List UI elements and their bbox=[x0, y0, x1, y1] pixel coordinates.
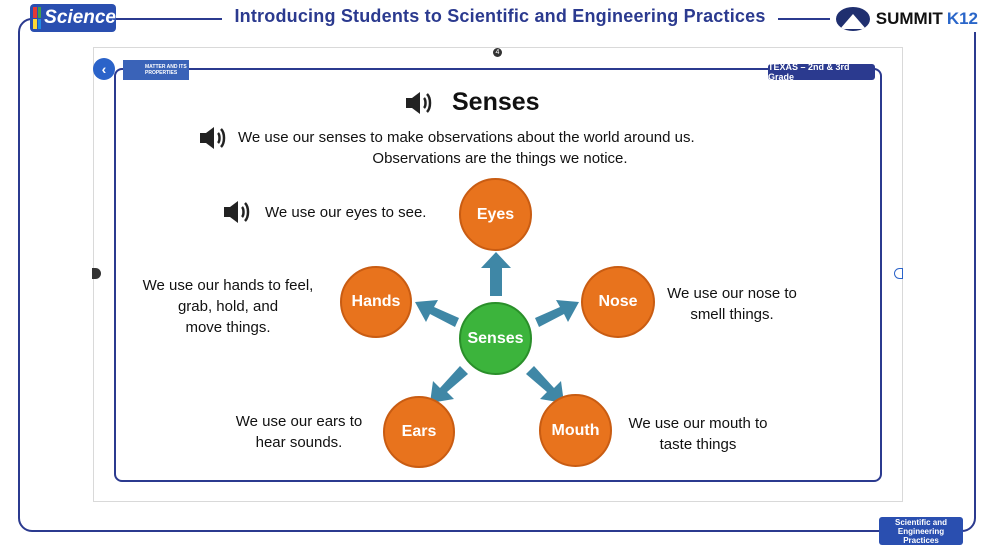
back-button[interactable]: ‹ bbox=[93, 58, 115, 80]
ears-caption: We use our ears to hear sounds. bbox=[235, 413, 363, 451]
summit-k12-logo: SUMMIT K12 bbox=[829, 6, 984, 32]
header-title-bar: Introducing Students to Scientific and E… bbox=[0, 6, 1000, 27]
chevron-left-icon: ‹ bbox=[101, 61, 107, 77]
slide-content-frame bbox=[114, 68, 882, 482]
nose-caption: We use our nose to smell things. bbox=[667, 285, 797, 323]
speaker-icon[interactable] bbox=[198, 125, 228, 151]
arrow-to-hands bbox=[415, 300, 459, 327]
senses-center-node: Senses bbox=[459, 302, 532, 375]
mouth-caption: We use our mouth to taste things bbox=[628, 415, 768, 453]
mountain-icon bbox=[835, 7, 870, 31]
next-slide-tab[interactable] bbox=[894, 268, 903, 279]
nose-node: Nose bbox=[581, 266, 655, 338]
slide-title: Senses bbox=[452, 88, 540, 116]
blocks-icon bbox=[33, 7, 42, 29]
unit-badge: MATTER AND ITS PROPERTIES bbox=[123, 60, 189, 80]
eyes-caption: We use our eyes to see. bbox=[265, 204, 427, 221]
eyes-node: Eyes bbox=[459, 178, 532, 251]
arrow-to-mouth bbox=[526, 366, 564, 403]
arrow-to-ears bbox=[430, 366, 468, 403]
intro-line-1: We use our senses to make observations a… bbox=[238, 129, 695, 146]
practices-badge: Scientific and Engineering Practices bbox=[879, 517, 963, 545]
page-title: Introducing Students to Scientific and E… bbox=[222, 6, 778, 26]
speaker-icon[interactable] bbox=[404, 90, 434, 116]
prev-slide-tab[interactable] bbox=[92, 268, 101, 279]
arrow-to-eyes bbox=[481, 252, 511, 296]
hands-caption: We use our hands to feel, grab, hold, an… bbox=[142, 277, 314, 336]
ears-node: Ears bbox=[383, 396, 455, 468]
speaker-icon[interactable] bbox=[222, 199, 252, 225]
grade-badge: TEXAS – 2nd & 3rd Grade bbox=[768, 62, 875, 82]
science-logo: Science bbox=[30, 4, 116, 32]
mouth-node: Mouth bbox=[539, 394, 612, 467]
arrow-to-nose bbox=[535, 300, 579, 327]
hands-node: Hands bbox=[340, 266, 412, 338]
page-indicator[interactable]: 4 bbox=[493, 48, 502, 57]
intro-line-2: Observations are the things we notice. bbox=[372, 150, 628, 167]
